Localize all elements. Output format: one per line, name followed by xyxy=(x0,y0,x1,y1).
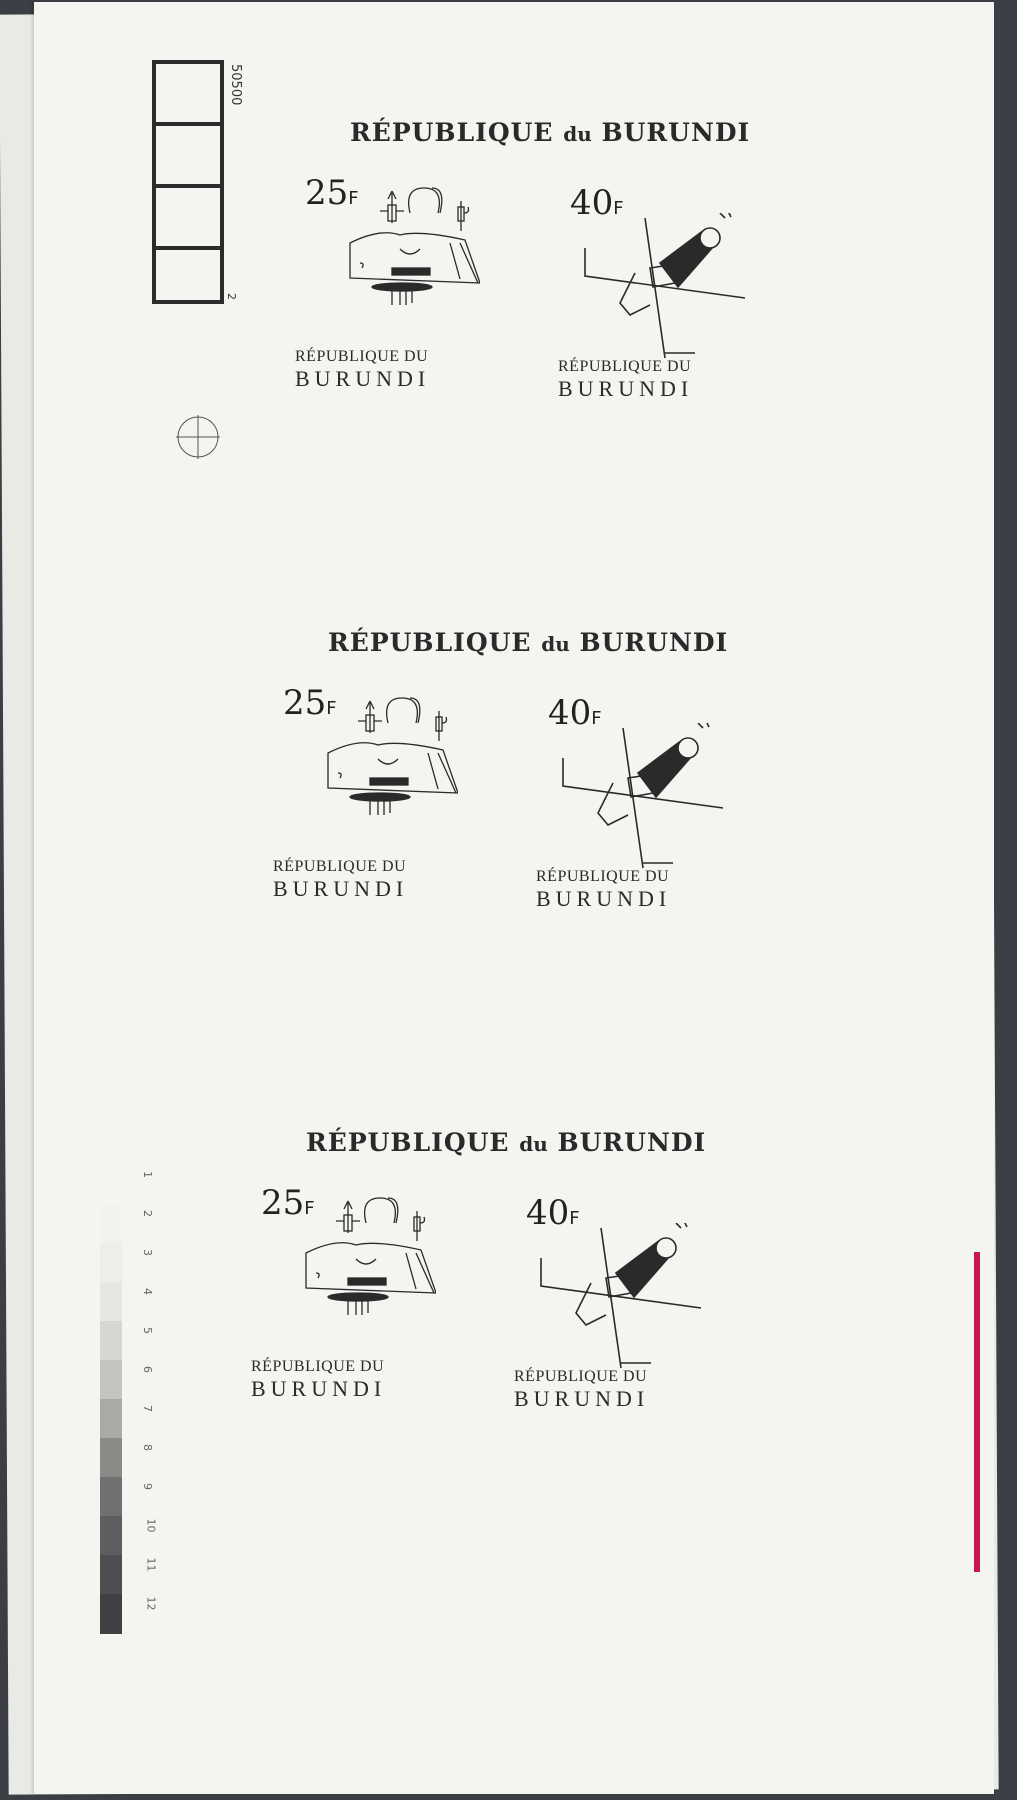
stamps-1-caption-l2: BURUNDI xyxy=(514,1386,650,1411)
stamps-0-unit: F xyxy=(304,1198,315,1219)
header-country: BURUNDI xyxy=(579,628,729,657)
header-du: du xyxy=(541,632,570,656)
stamps-0-unit: F xyxy=(348,188,359,209)
gray-scale-label: 7 xyxy=(141,1405,154,1412)
stamps-1-caption-l1: RÉPUBLIQUE DU xyxy=(558,358,692,375)
astronaut-illustration xyxy=(562,723,724,869)
stamps-0-caption-l1: RÉPUBLIQUE DU xyxy=(295,348,429,365)
stamps-0-value: 25 xyxy=(283,683,327,723)
gray-scale-patch xyxy=(100,1516,122,1556)
block-header: RÉPUBLIQUE du BURUNDI xyxy=(328,628,728,657)
header-du: du xyxy=(519,1132,548,1156)
lunar-module-illustration xyxy=(305,1197,436,1315)
gray-scale-patch xyxy=(100,1594,122,1634)
gray-scale-label: 10 xyxy=(144,1518,158,1533)
gray-scale-patch xyxy=(100,1321,122,1361)
header-du: du xyxy=(563,122,592,146)
registration-boxes xyxy=(152,60,224,304)
stamps-0-caption-l2: BURUNDI xyxy=(295,366,431,391)
gray-scale-label: 2 xyxy=(141,1210,154,1217)
gray-scale-patch xyxy=(100,1243,122,1283)
stamps-0-caption-l1: RÉPUBLIQUE DU xyxy=(273,858,407,875)
sheet-number: 50500 xyxy=(228,64,243,106)
stamp-value-40: 40F xyxy=(548,693,602,733)
header-country: BURUNDI xyxy=(557,1128,707,1157)
header-main: RÉPUBLIQUE xyxy=(328,628,532,657)
block-header: RÉPUBLIQUE du BURUNDI xyxy=(306,1128,706,1157)
gray-scale-patch xyxy=(100,1438,122,1478)
gray-scale-label: 9 xyxy=(141,1483,154,1490)
stamp-value-40: 40F xyxy=(570,183,624,223)
stamps-1-unit: F xyxy=(591,708,602,729)
stamps-0-value: 25 xyxy=(305,173,349,213)
gray-scale-label: 4 xyxy=(141,1288,154,1295)
stamp-value-25: 25F xyxy=(305,173,359,213)
gray-scale-patch xyxy=(100,1477,122,1517)
lunar-module-illustration xyxy=(327,697,458,815)
gray-scale-patch xyxy=(100,1360,122,1400)
header-main: RÉPUBLIQUE xyxy=(306,1128,510,1157)
lunar-module-illustration xyxy=(349,187,480,305)
gray-scale-patch xyxy=(100,1399,122,1439)
astronaut-illustration xyxy=(540,1223,702,1369)
gray-scale-label: 6 xyxy=(141,1366,154,1373)
gray-scale-patch xyxy=(100,1165,122,1205)
red-sheet-edge xyxy=(974,1252,980,1572)
stamps-1-caption-l1: RÉPUBLIQUE DU xyxy=(514,1368,648,1385)
astronaut-illustration xyxy=(584,213,746,359)
header-country: BURUNDI xyxy=(601,118,751,147)
gray-scale-label: 3 xyxy=(141,1249,154,1256)
stamps-1-value: 40 xyxy=(548,693,592,733)
stamp-value-40: 40F xyxy=(526,1193,580,1233)
stamps-1-caption-l2: BURUNDI xyxy=(558,376,694,401)
gray-scale-label: 8 xyxy=(141,1444,154,1451)
stamps-1-unit: F xyxy=(613,198,624,219)
stamps-0-unit: F xyxy=(326,698,337,719)
gray-scale-label: 5 xyxy=(141,1327,154,1334)
block-header: RÉPUBLIQUE du BURUNDI xyxy=(350,118,750,147)
gray-scale-patch xyxy=(100,1204,122,1244)
stamp-value-25: 25F xyxy=(283,683,337,723)
stamps-1-caption-l2: BURUNDI xyxy=(536,886,672,911)
stamps-1-value: 40 xyxy=(570,183,614,223)
gray-scale-label: 11 xyxy=(144,1557,158,1572)
stamp-value-25: 25F xyxy=(261,1183,315,1223)
gray-scale-patch xyxy=(100,1555,122,1595)
stamps-1-unit: F xyxy=(569,1208,580,1229)
stamps-1-caption-l1: RÉPUBLIQUE DU xyxy=(536,868,670,885)
stamps-0-caption-l1: RÉPUBLIQUE DU xyxy=(251,1358,385,1375)
gray-scale-label: 1 xyxy=(141,1171,154,1178)
stamps-0-caption-l2: BURUNDI xyxy=(273,876,409,901)
stamps-1-value: 40 xyxy=(526,1193,570,1233)
stamps-0-caption-l2: BURUNDI xyxy=(251,1376,387,1401)
gray-scale-patch xyxy=(100,1282,122,1322)
crosshair-registration-icon xyxy=(176,415,220,459)
gray-scale-label: 12 xyxy=(144,1596,158,1611)
sheet-index: 2 xyxy=(225,293,238,300)
stamps-0-value: 25 xyxy=(261,1183,305,1223)
header-main: RÉPUBLIQUE xyxy=(350,118,554,147)
